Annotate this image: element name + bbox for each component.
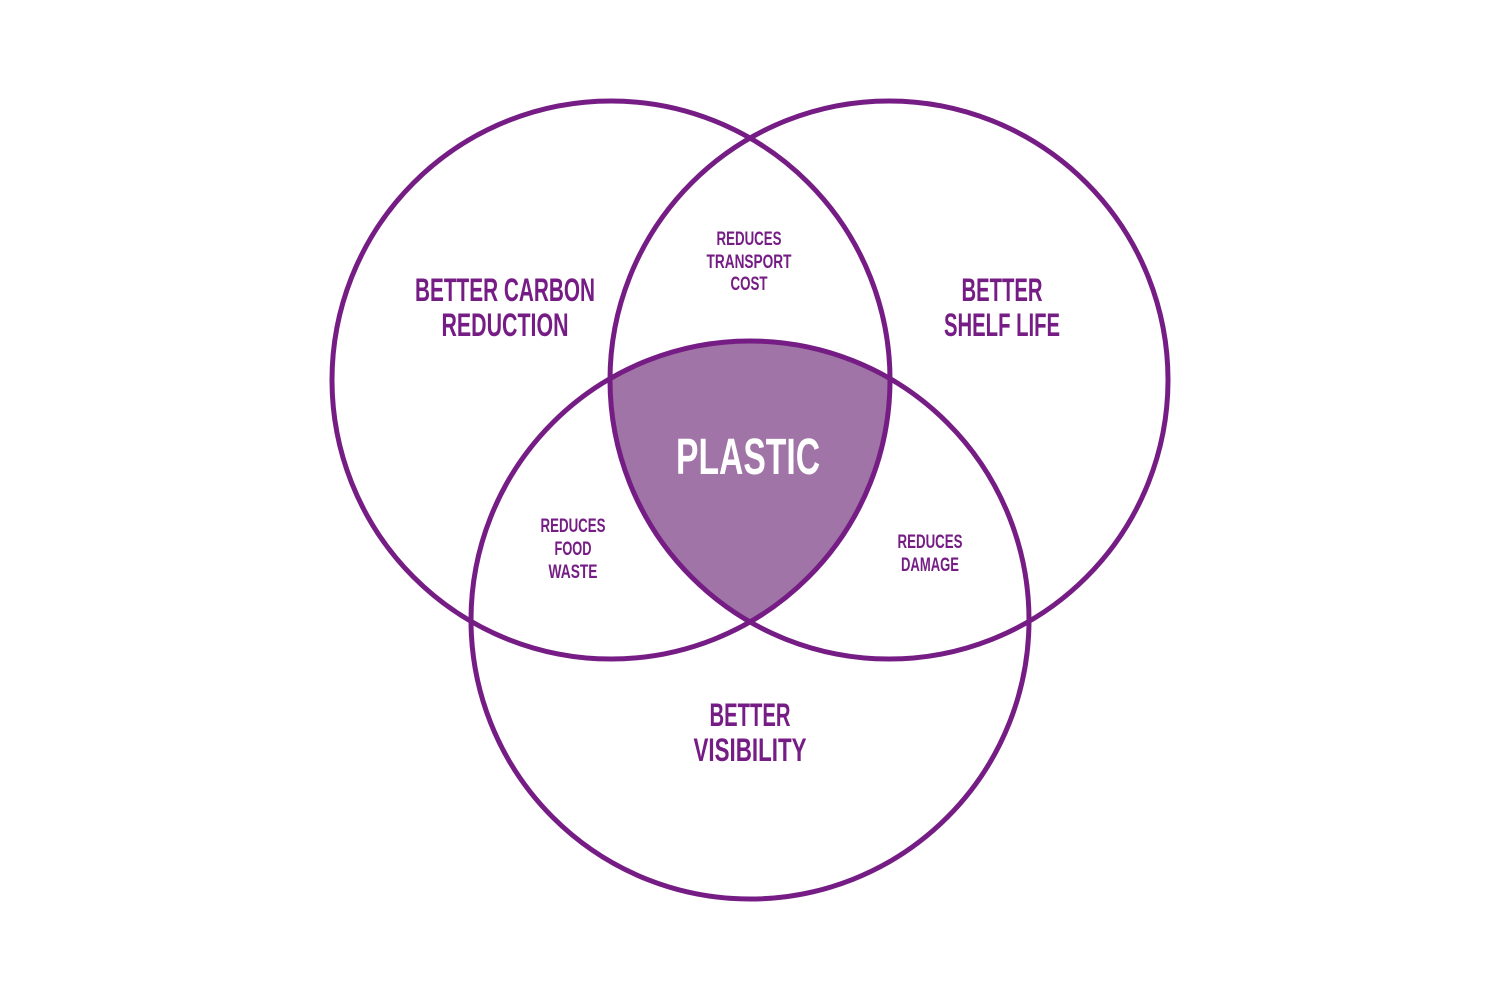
label-right-2: SHELF LIFE — [944, 307, 1060, 343]
overlap-lr-2: TRANSPORT — [707, 252, 792, 273]
label-left-2: REDUCTION — [442, 307, 569, 343]
overlap-rb-2: DAMAGE — [901, 555, 959, 576]
label-bottom-2: VISIBILITY — [694, 732, 807, 768]
overlap-lb-2: FOOD — [555, 539, 592, 560]
label-left-1: BETTER CARBON — [415, 272, 595, 308]
circle-visibility — [468, 338, 1032, 902]
overlap-lb-1: REDUCES — [541, 516, 606, 537]
overlap-lr-3: COST — [731, 274, 768, 295]
overlap-lb-3: WASTE — [549, 562, 598, 583]
overlap-lr-1: REDUCES — [717, 229, 782, 250]
center-label: PLASTIC — [676, 428, 820, 485]
label-bottom-1: BETTER — [710, 697, 791, 733]
overlap-rb-1: REDUCES — [898, 532, 963, 553]
label-right-1: BETTER — [962, 272, 1043, 308]
